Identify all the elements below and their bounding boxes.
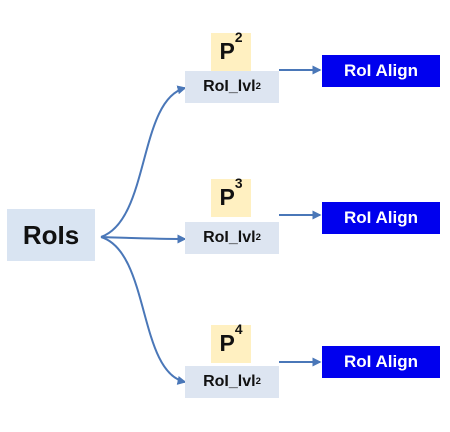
roi-align-label: RoI Align — [344, 208, 418, 227]
roi-align-node-1: RoI Align — [322, 55, 440, 87]
rois-node: RoIs — [7, 209, 95, 261]
roi-align-node-2: RoI Align — [322, 202, 440, 234]
roi-align-label: RoI Align — [344, 61, 418, 80]
rois-label: RoIs — [22, 219, 80, 250]
roi-align-node-3: RoI Align — [322, 346, 440, 378]
arrow-rois-to-branch-2 — [100, 234, 187, 244]
arrow-rois-to-branch-3 — [100, 236, 187, 385]
pyramid-level-prefix: P — [219, 330, 235, 356]
arrow-rois-to-branch-1 — [100, 85, 187, 238]
pyramid-level-prefix: P — [219, 184, 235, 210]
roi-level-prefix: RoI_lvl — [203, 78, 256, 95]
roi-align-label: RoI Align — [344, 352, 418, 371]
roi-level-prefix: RoI_lvl — [203, 373, 256, 390]
roi-level-prefix: RoI_lvl — [203, 229, 256, 246]
pyramid-level-prefix: P — [219, 38, 235, 64]
